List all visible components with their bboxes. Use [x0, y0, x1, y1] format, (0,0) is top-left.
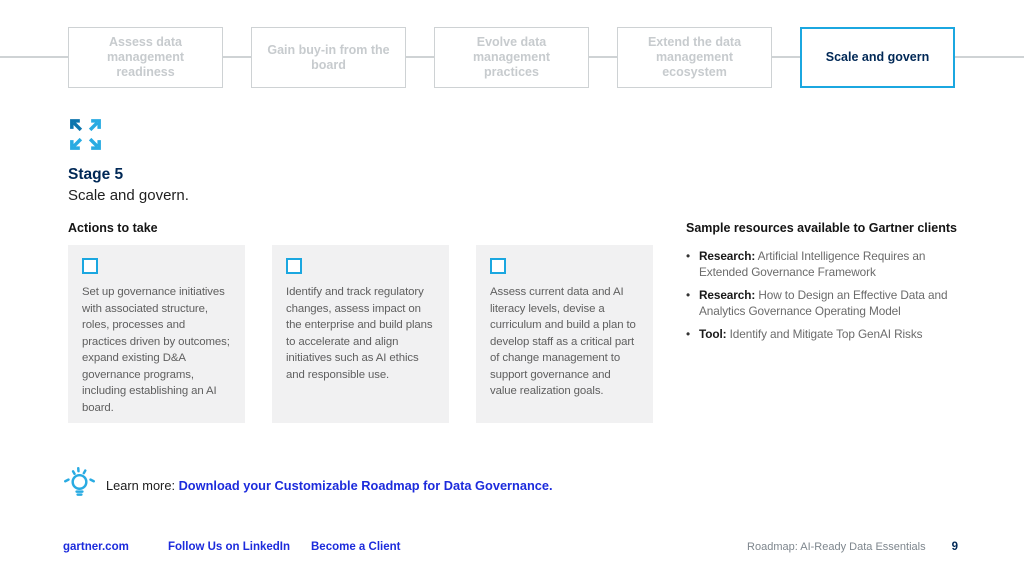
resource-item: Research: Artificial Intelligence Requir… [686, 249, 958, 280]
action-card-text: Assess current data and AI literacy leve… [490, 286, 636, 397]
gartner-com-link[interactable]: gartner.com [63, 541, 129, 553]
document-title: Roadmap: AI-Ready Data Essentials [747, 541, 926, 553]
step-label: Gain buy-in from the board [267, 42, 390, 72]
page-number: 9 [951, 541, 958, 553]
become-a-client-link[interactable]: Become a Client [311, 541, 401, 553]
expand-arrows-icon [67, 116, 104, 158]
checkbox-icon [82, 258, 98, 274]
resource-type: Research: [699, 288, 756, 302]
resource-title: How to Design an Effective Data and Anal… [699, 288, 948, 318]
lightbulb-icon [63, 466, 96, 504]
action-card-text: Identify and track regulatory changes, a… [286, 286, 433, 381]
step-scale-and-govern-active: Scale and govern [800, 27, 955, 88]
step-label: Extend the data management ecosystem [647, 35, 742, 79]
checkbox-icon [286, 258, 302, 274]
learn-more-prefix: Learn more: [106, 477, 179, 493]
step-label: Evolve data management practices [472, 35, 551, 79]
step-evolve-data-management-practices: Evolve data management practices [434, 27, 589, 88]
resource-type: Tool: [699, 327, 727, 341]
action-card-text: Set up governance initiatives with assoc… [82, 286, 230, 414]
action-card-literacy-levels: Assess current data and AI literacy leve… [476, 245, 653, 423]
action-card-governance-initiatives: Set up governance initiatives with assoc… [68, 245, 245, 423]
follow-us-linkedin-link[interactable]: Follow Us on LinkedIn [168, 541, 291, 553]
action-cards: Set up governance initiatives with assoc… [68, 245, 653, 423]
stage-title: Stage 5 [68, 166, 124, 183]
step-extend-the-data-management-ecosystem: Extend the data management ecosystem [617, 27, 772, 88]
resource-item: Research: How to Design an Effective Dat… [686, 288, 958, 319]
stage-subtitle: Scale and govern. [68, 187, 189, 204]
learn-more-text: Learn more: Download your Customizable R… [106, 478, 553, 493]
checkbox-icon [490, 258, 506, 274]
resources-heading: Sample resources available to Gartner cl… [686, 221, 957, 235]
step-assess-data-management-readiness: Assess data management readiness [68, 27, 223, 88]
sample-resources-section: Sample resources available to Gartner cl… [686, 221, 958, 351]
step-label: Scale and govern [825, 50, 930, 64]
footer-right: Roadmap: AI-Ready Data Essentials 9 [747, 541, 958, 553]
learn-more-row: Learn more: Download your Customizable R… [63, 466, 553, 504]
resource-title: Artificial Intelligence Requires an Exte… [699, 249, 926, 279]
resource-type: Research: [699, 249, 756, 263]
actions-heading: Actions to take [68, 221, 158, 235]
resource-title: Identify and Mitigate Top GenAI Risks [726, 327, 923, 341]
resource-item: Tool: Identify and Mitigate Top GenAI Ri… [686, 327, 958, 343]
action-card-regulatory-changes: Identify and track regulatory changes, a… [272, 245, 449, 423]
step-gain-buy-in-from-the-board: Gain buy-in from the board [251, 27, 406, 88]
step-label: Assess data management readiness [106, 35, 185, 79]
download-roadmap-link[interactable]: Download your Customizable Roadmap for D… [178, 477, 553, 493]
